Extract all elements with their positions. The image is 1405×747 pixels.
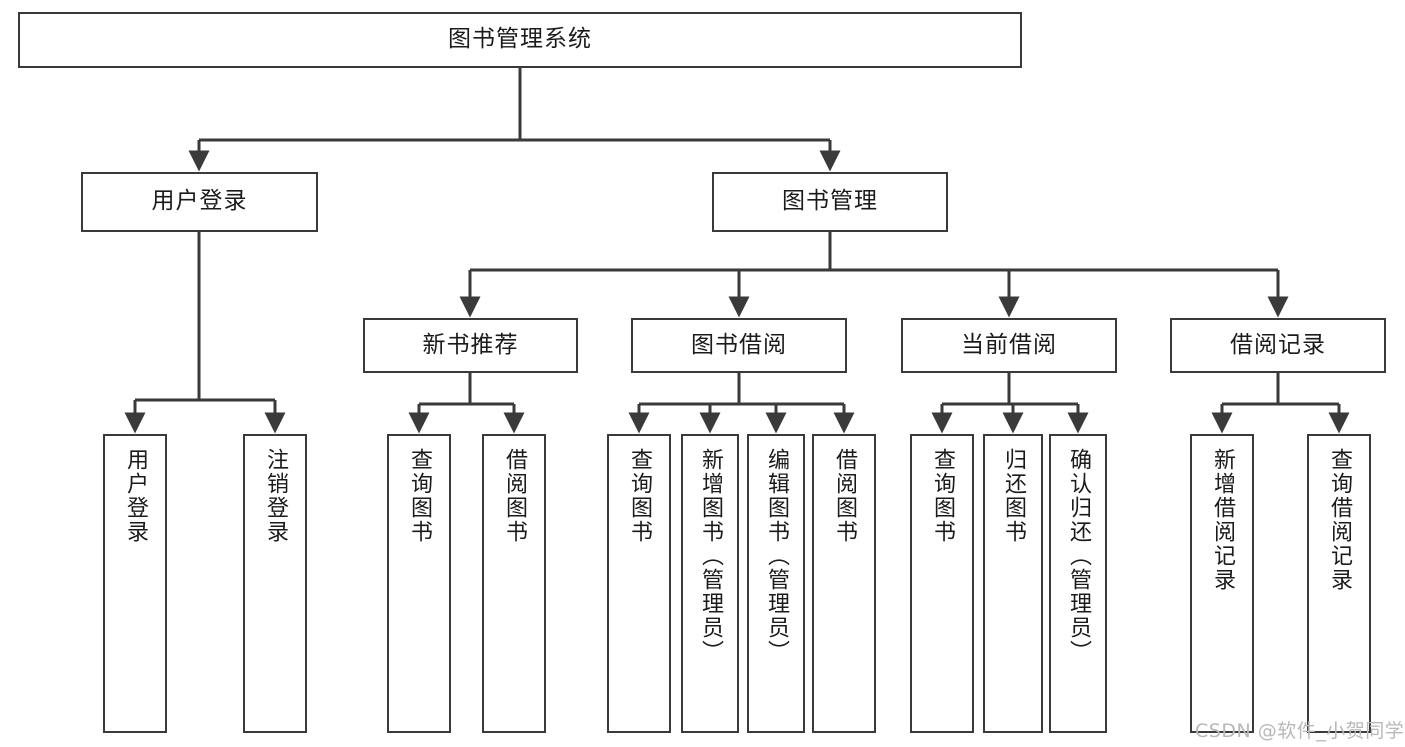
- node-current-borrow[interactable]: 当前借阅: [901, 318, 1117, 373]
- node-label: 查询借阅记录: [1326, 448, 1352, 592]
- node-new-book-recommend[interactable]: 新书推荐: [363, 318, 578, 373]
- node-user-login[interactable]: 用户登录: [81, 172, 318, 232]
- node-leaf-edit-book[interactable]: 编辑图书（管理员）: [747, 434, 805, 733]
- node-leaf-borrow-book-1[interactable]: 借阅图书: [482, 434, 546, 733]
- node-leaf-user-login[interactable]: 用户登录: [103, 434, 167, 733]
- node-label: 图书借阅: [691, 331, 787, 358]
- node-label: 新书推荐: [422, 331, 519, 358]
- node-label: 用户登录: [151, 188, 248, 215]
- node-label: 借阅图书: [831, 448, 857, 544]
- node-borrow-record[interactable]: 借阅记录: [1170, 318, 1386, 373]
- node-label: 新增借阅记录: [1209, 448, 1235, 592]
- node-leaf-return-book[interactable]: 归还图书: [983, 434, 1043, 733]
- node-leaf-query-record[interactable]: 查询借阅记录: [1307, 434, 1371, 733]
- node-label: 确认归还（管理员）: [1065, 448, 1091, 664]
- node-leaf-query-book-1[interactable]: 查询图书: [387, 434, 451, 733]
- node-label: 用户登录: [122, 448, 148, 544]
- node-label: 借阅图书: [501, 448, 527, 544]
- node-label: 新增图书（管理员）: [697, 448, 723, 664]
- node-label: 归还图书: [1000, 448, 1026, 544]
- node-leaf-logout[interactable]: 注销登录: [243, 434, 307, 733]
- node-label: 图书管理系统: [448, 26, 592, 53]
- node-leaf-add-book[interactable]: 新增图书（管理员）: [681, 434, 739, 733]
- node-root-system[interactable]: 图书管理系统: [18, 12, 1022, 68]
- node-label: 查询图书: [626, 448, 652, 544]
- node-label: 查询图书: [929, 448, 955, 544]
- node-leaf-borrow-book-2[interactable]: 借阅图书: [812, 434, 876, 733]
- node-leaf-query-book-2[interactable]: 查询图书: [607, 434, 671, 733]
- node-label: 当前借阅: [961, 331, 1057, 358]
- node-leaf-confirm-return[interactable]: 确认归还（管理员）: [1049, 434, 1107, 733]
- node-label: 查询图书: [406, 448, 432, 544]
- watermark-text: CSDN @软件_小贺同学: [1195, 720, 1405, 742]
- node-leaf-add-record[interactable]: 新增借阅记录: [1190, 434, 1254, 733]
- node-label: 注销登录: [262, 448, 288, 544]
- node-label: 借阅记录: [1230, 331, 1326, 358]
- node-label: 图书管理: [782, 188, 878, 215]
- node-book-manage[interactable]: 图书管理: [712, 172, 948, 232]
- node-label: 编辑图书（管理员）: [763, 448, 789, 664]
- node-book-borrow[interactable]: 图书借阅: [631, 318, 847, 373]
- node-leaf-query-book-3[interactable]: 查询图书: [910, 434, 974, 733]
